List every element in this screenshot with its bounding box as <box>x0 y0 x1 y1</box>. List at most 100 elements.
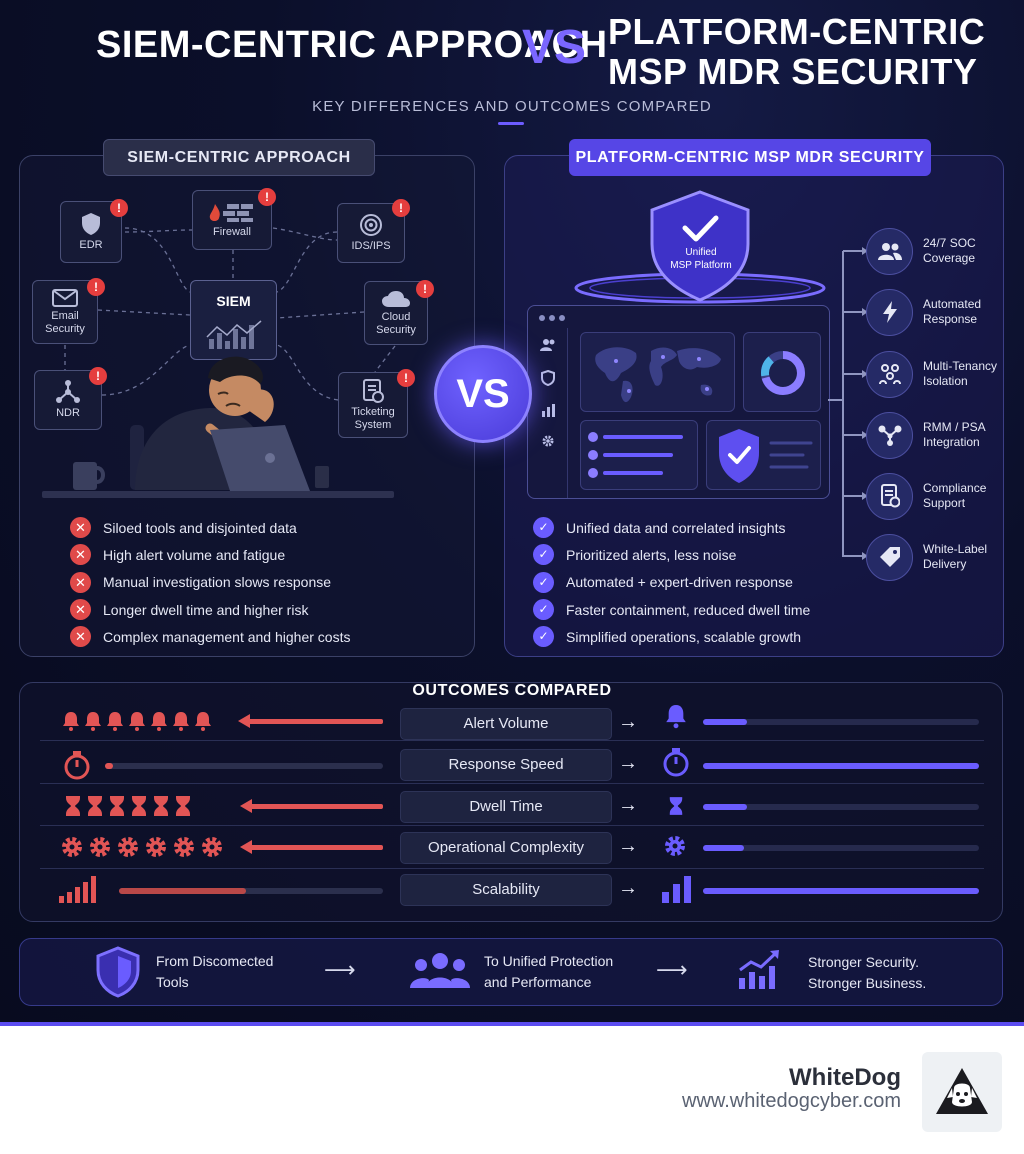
ticket-icon <box>363 378 384 403</box>
title-vs: VS <box>522 21 587 74</box>
bar-chart-icon <box>662 876 691 903</box>
donut-chart-tile <box>743 332 821 412</box>
users-icon <box>540 339 555 351</box>
frustrated-analyst-illustration <box>73 356 329 491</box>
x-circle-icon: ✕ <box>70 544 91 566</box>
list-item: ✕ Complex management and higher costs <box>70 623 465 650</box>
tool-firewall: Firewall <box>192 190 272 250</box>
bar-chart-icon <box>59 876 96 903</box>
response-speed-right-track <box>703 763 979 769</box>
shield-label: Unified MSP Platform <box>656 246 746 272</box>
window-dots-icon <box>539 315 565 321</box>
siem-hub-label: SIEM <box>216 293 251 309</box>
link-ticketing <box>276 344 339 401</box>
check-circle-icon: ✓ <box>533 571 554 593</box>
brand-url[interactable]: www.whitedogcyber.com <box>682 1090 901 1112</box>
flow-step1-line2: Tools <box>156 974 189 990</box>
gear-icon <box>174 837 194 857</box>
link-ndr <box>101 344 191 396</box>
infographic-canvas: SIEM-CENTRIC APPROACH VS PLATFORM-CENTRI… <box>0 0 1024 1024</box>
list-item: ✓ Faster containment, reduced dwell time <box>533 596 833 623</box>
link-edr-firewall <box>124 229 193 233</box>
hourglass-icon <box>110 796 124 816</box>
world-map-icon <box>595 347 721 403</box>
task-list-tile <box>580 420 698 490</box>
capability-line2: Integration <box>923 435 980 449</box>
flow-arrow-2: ⟶ <box>656 957 688 982</box>
envelope-icon <box>52 288 78 307</box>
response-speed-right-fill <box>703 763 979 769</box>
metric-scalability: Scalability <box>400 874 612 906</box>
bullet-text: Complex management and higher costs <box>103 628 351 645</box>
list-item: ✓Prioritized alerts, less noise <box>533 541 833 568</box>
list-item: ✕Longer dwell time and higher risk <box>70 596 465 623</box>
capabilities-connector <box>842 251 844 557</box>
alert-ndr: ! <box>89 367 107 385</box>
metric-response-speed: Response Speed <box>400 749 612 781</box>
alert-cloud-security: ! <box>416 280 434 298</box>
lightning-icon <box>866 288 913 336</box>
title-siem-centric: SIEM-CENTRIC APPROACH <box>96 24 608 66</box>
alert-volume-arrow: → <box>618 711 638 733</box>
link-email <box>97 309 191 316</box>
network-icon <box>56 380 80 403</box>
protection-status-tile <box>706 420 821 490</box>
shield-small-icon <box>541 370 555 386</box>
tool-firewall-label: Firewall <box>213 226 251 238</box>
tool-ndr: NDR <box>34 370 102 430</box>
capability-line1: Multi-Tenancy <box>923 359 998 373</box>
metric-dwell-time: Dwell Time <box>400 791 612 823</box>
list-item: ✓Automated + expert-driven response <box>533 569 833 596</box>
alert-ids-ips: ! <box>392 199 410 217</box>
gear-icon <box>62 837 82 857</box>
list-item: ✓Simplified operations, scalable growth <box>533 623 833 650</box>
title-right-line1: PLATFORM-CENTRIC <box>608 11 986 52</box>
tool-cloud-security-label: Cloud Security <box>376 310 416 336</box>
world-map-tile <box>580 332 735 412</box>
tenants-icon <box>866 350 913 398</box>
chart-small-icon <box>542 404 555 417</box>
gear-icon <box>202 837 222 857</box>
subtitle-underline <box>498 122 524 125</box>
capabilities-branches <box>828 247 868 560</box>
capability-line2: Response <box>923 312 978 326</box>
bullet-text: Unified data and correlated insights <box>566 519 786 536</box>
capability-line1: RMM / PSA <box>923 420 986 434</box>
donut-chart-icon <box>761 351 805 395</box>
transformation-flow <box>19 938 1003 1006</box>
metric-operational-complexity: Operational Complexity <box>400 832 612 864</box>
gear-icon <box>90 837 110 857</box>
x-circle-icon: ✕ <box>70 626 91 648</box>
x-circle-icon: ✕ <box>70 599 91 621</box>
tool-edr-label: EDR <box>79 239 103 251</box>
check-circle-icon: ✓ <box>533 599 554 621</box>
bullet-text: Manual investigation slows response <box>103 574 332 591</box>
flow-step3-text: Stronger Security. Stronger Business. <box>808 952 926 994</box>
scalability-right-track <box>703 888 979 894</box>
tool-ids-ips-label: IDS/IPS <box>351 240 391 252</box>
x-circle-icon: ✕ <box>70 571 91 593</box>
platform-benefits-list: ✓ Unified data and correlated insights ✓P… <box>533 514 833 650</box>
integration-icon <box>866 411 913 459</box>
operational-complexity-right-track <box>703 845 979 851</box>
whitedog-logo <box>922 1052 1002 1132</box>
operational-complexity-left-arrow <box>240 840 383 854</box>
bullet-text: Faster containment, reduced dwell time <box>566 601 811 618</box>
siem-panel-title: SIEM-CENTRIC APPROACH <box>103 139 375 176</box>
operational-complexity-left-icons <box>60 835 224 859</box>
unified-platform-shield-icon <box>574 190 826 304</box>
title-platform-centric: PLATFORM-CENTRIC MSP MDR SECURITY <box>608 12 985 92</box>
gear-icon <box>665 836 685 856</box>
title-right-line2: MSP MDR SECURITY <box>608 51 978 92</box>
link-ids <box>276 231 338 293</box>
subtitle: KEY DIFFERENCES AND OUTCOMES COMPARED <box>312 98 712 115</box>
vs-badge: VS <box>434 345 532 443</box>
response-speed-arrow: → <box>618 752 638 774</box>
row-divider <box>40 825 984 826</box>
